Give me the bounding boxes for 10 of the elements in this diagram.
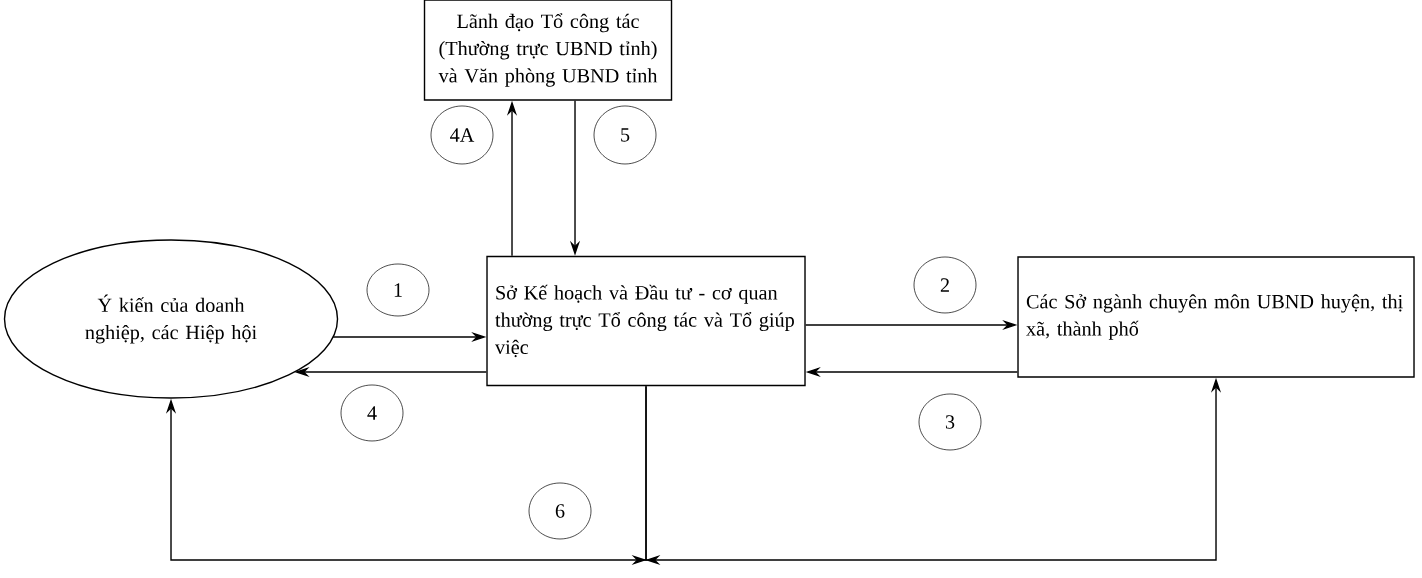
step-number: 4A — [430, 105, 494, 165]
step-number: 1 — [366, 263, 430, 317]
step-number: 3 — [918, 393, 982, 451]
step-number: 4 — [340, 384, 404, 442]
step-number: 5 — [593, 105, 657, 165]
process-box: Lãnh đạo Tổ công tác (Thường trực UBND tỉnh) và Văn phòng UBND tỉnh — [423, 0, 673, 101]
step-number: 2 — [913, 256, 977, 314]
process-box: Các Sở ngành chuyên môn UBND huyện, thị xã, thành phố — [1017, 256, 1415, 378]
step-number: 6 — [528, 482, 592, 540]
process-box: Sở Kế hoạch và Đầu tư - cơ quan thường trực Tổ công tác và Tổ giúp việc — [486, 255, 806, 387]
